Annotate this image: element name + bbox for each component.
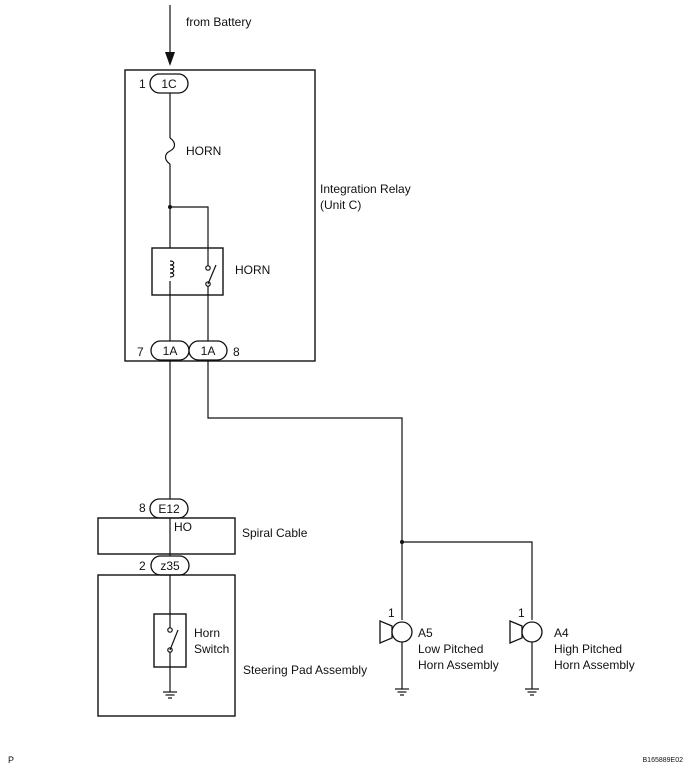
connector-1a-left-label: 1A — [163, 344, 178, 358]
low-horn-code: A5 — [418, 626, 433, 640]
high-horn-name-line2: Horn Assembly — [554, 658, 635, 672]
horn-switch-icon — [167, 627, 179, 653]
high-horn: 1 A4 High Pitched Horn Assembly — [509, 606, 635, 696]
ground-icon — [525, 688, 539, 696]
steering-pad-name: Steering Pad Assembly — [243, 663, 367, 677]
low-horn-name-line2: Horn Assembly — [418, 658, 499, 672]
high-horn-code: A4 — [554, 626, 569, 640]
steering-pad-box — [97, 574, 236, 717]
low-horn: 1 A5 Low Pitched Horn Assembly — [379, 606, 499, 696]
relay-coil-icon — [169, 260, 175, 278]
horn-speaker-icon — [509, 620, 543, 644]
horn-switch-label-line2: Switch — [194, 642, 229, 656]
connector-1a-left-pin: 7 — [137, 345, 144, 359]
spiral-cable-box — [97, 517, 236, 555]
connector-z35-label: z35 — [160, 559, 180, 573]
low-horn-name-line1: Low Pitched — [418, 642, 483, 656]
footer-left: P — [8, 755, 14, 765]
connector-z35-pin: 2 — [139, 559, 146, 573]
connector-e12-label: E12 — [158, 502, 180, 516]
ground-icon — [395, 688, 409, 696]
integration-relay-box — [124, 69, 316, 362]
connector-e12-pin: 8 — [139, 501, 146, 515]
horn-relay-box — [151, 247, 224, 296]
relay-label: HORN — [235, 263, 270, 277]
battery-label: from Battery — [186, 15, 251, 29]
integration-relay-unit: (Unit C) — [320, 198, 361, 212]
battery-feed: from Battery — [165, 5, 251, 66]
low-horn-pin: 1 — [388, 606, 395, 620]
high-horn-name-line1: High Pitched — [554, 642, 622, 656]
relay-switch-icon — [205, 264, 217, 287]
horn-speaker-icon — [379, 620, 413, 644]
integration-relay-name: Integration Relay — [320, 182, 411, 196]
connector-1c-pin: 1 — [139, 77, 146, 91]
ground-icon — [163, 691, 177, 699]
spiral-cable-signal: HO — [174, 520, 192, 534]
connector-1a-right-label: 1A — [201, 344, 216, 358]
connector-1c — [149, 73, 189, 94]
fuse-icon — [164, 137, 176, 165]
horn-switch-label-line1: Horn — [194, 626, 220, 640]
spiral-cable-name: Spiral Cable — [242, 526, 308, 540]
footer-figure-id: B165889E02 — [643, 757, 684, 764]
fuse-label: HORN — [186, 144, 221, 158]
battery-arrow-icon — [165, 52, 175, 66]
connector-1a-right-pin: 8 — [233, 345, 240, 359]
high-horn-pin: 1 — [518, 606, 525, 620]
connector-1c-label: 1C — [161, 77, 177, 91]
